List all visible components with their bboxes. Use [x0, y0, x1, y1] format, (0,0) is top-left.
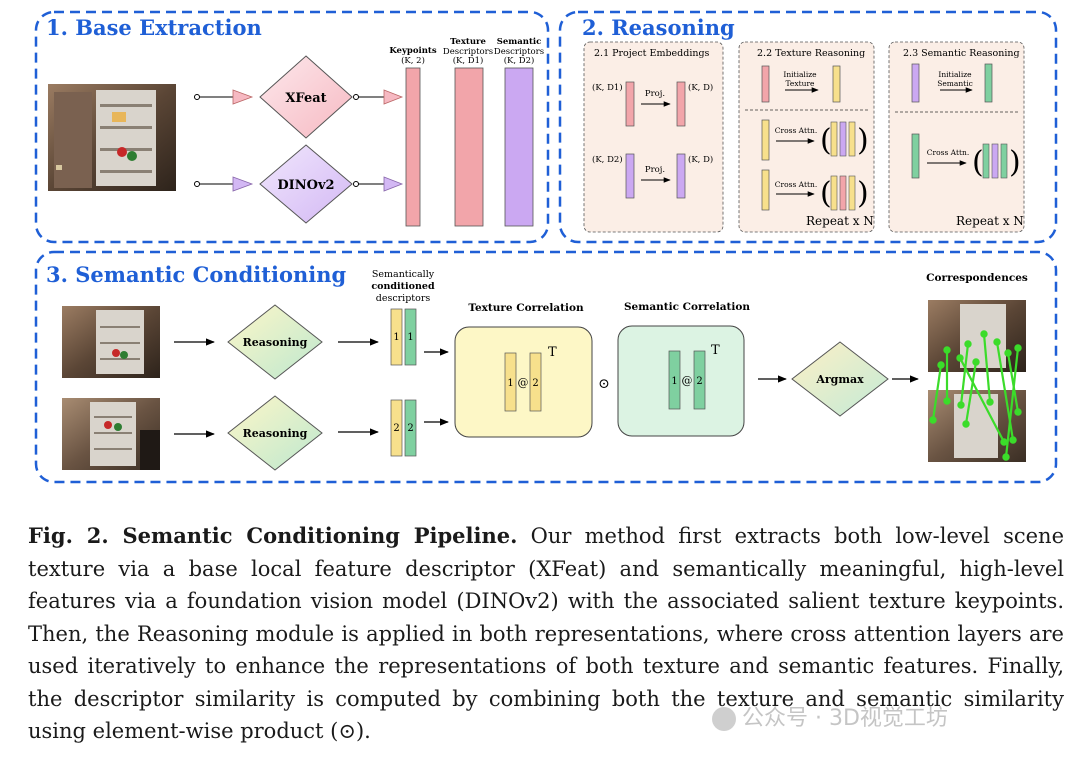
svg-text:Proj.: Proj.	[645, 165, 665, 175]
svg-text:Initialize: Initialize	[938, 70, 972, 79]
input-image	[48, 84, 176, 191]
section-reasoning-frame	[558, 10, 1058, 244]
semantic-correlation-box: Semantic Correlation 1 @ 2 T	[617, 301, 750, 437]
arrows-to-descriptors	[353, 89, 404, 192]
svg-text:): )	[1009, 145, 1021, 180]
svg-text:Initialize: Initialize	[783, 70, 817, 79]
svg-text:Correspondences: Correspondences	[926, 272, 1028, 284]
svg-text:2.2 Texture Reasoning: 2.2 Texture Reasoning	[757, 48, 865, 59]
svg-text:1: 1	[393, 332, 399, 343]
texture-correlation-box: Texture Correlation 1 @ 2 T	[454, 302, 593, 438]
svg-text:T: T	[711, 343, 720, 358]
svg-text:Semantic: Semantic	[937, 79, 973, 88]
svg-text:(K, D): (K, D)	[688, 154, 713, 165]
caption-label: Fig. 2. Semantic Conditioning Pipeline.	[28, 523, 518, 548]
svg-text:Texture: Texture	[786, 79, 816, 88]
dinov2-node: DINOv2	[259, 144, 353, 224]
arrows-to-descriptors-2	[338, 338, 379, 436]
svg-text:2: 2	[696, 376, 702, 387]
svg-text:Texture: Texture	[450, 37, 486, 47]
svg-text:1: 1	[507, 378, 513, 389]
svg-text:(K, D): (K, D)	[688, 82, 713, 93]
svg-text:(: (	[820, 123, 832, 158]
svg-text:XFeat: XFeat	[285, 91, 326, 106]
semantic-descriptors-column: Semantic Descriptors (K, D2)	[494, 37, 544, 227]
wechat-icon	[712, 707, 736, 731]
xfeat-node: XFeat	[259, 55, 353, 139]
svg-text:1: 1	[407, 332, 413, 343]
svg-text:Texture Correlation: Texture Correlation	[468, 302, 584, 314]
svg-text:Cross Attn.: Cross Attn.	[775, 126, 817, 135]
svg-text:): )	[857, 176, 869, 211]
arrows-to-extractors	[194, 89, 254, 192]
svg-text:Cross Attn.: Cross Attn.	[775, 180, 817, 189]
watermark: 公众号 · 3D视觉工坊	[712, 700, 948, 732]
panel-project-embeddings: 2.1 Project Embeddings (K, D1) Proj. (K,…	[583, 41, 724, 233]
svg-text:Descriptors: Descriptors	[443, 47, 493, 57]
pipeline-diagram: 1. Base Extraction XFeat DINOv2	[34, 10, 1058, 484]
svg-text:Semantically: Semantically	[372, 269, 435, 280]
correspondences-image: Correspondences	[926, 272, 1028, 462]
svg-text:DINOv2: DINOv2	[277, 178, 334, 193]
svg-text:2.3 Semantic Reasoning: 2.3 Semantic Reasoning	[903, 48, 1020, 59]
svg-text:Repeat x N: Repeat x N	[956, 214, 1024, 228]
svg-text:Semantic Correlation: Semantic Correlation	[624, 301, 750, 313]
svg-text:conditioned: conditioned	[371, 281, 435, 292]
svg-text:(K, D1): (K, D1)	[592, 82, 623, 93]
svg-text:Reasoning: Reasoning	[243, 336, 308, 349]
reasoning-node-1: Reasoning	[227, 304, 323, 380]
svg-text:(K, D2): (K, D2)	[592, 154, 623, 165]
svg-text:Cross Attn.: Cross Attn.	[927, 148, 969, 157]
svg-text:(: (	[820, 176, 832, 211]
svg-text:Argmax: Argmax	[815, 373, 864, 386]
panel-texture-reasoning: 2.2 Texture Reasoning Initialize Texture…	[738, 41, 875, 233]
svg-text:T: T	[548, 345, 557, 360]
input-image-1	[62, 306, 160, 378]
conditioned-descriptors: Semantically conditioned descriptors 1 1…	[371, 269, 435, 457]
watermark-text: 公众号 · 3D视觉工坊	[742, 706, 948, 731]
svg-text:Descriptors: Descriptors	[494, 47, 544, 57]
svg-text:Keypoints: Keypoints	[389, 46, 436, 56]
svg-text:Reasoning: Reasoning	[243, 427, 308, 440]
svg-text:descriptors: descriptors	[376, 293, 431, 304]
svg-text:(K, D2): (K, D2)	[504, 55, 535, 66]
elementwise-product-symbol: ⊙	[598, 376, 610, 392]
arrows-to-correlation	[424, 348, 449, 426]
svg-text:Semantic: Semantic	[497, 37, 542, 47]
section-semantic-title: 3. Semantic Conditioning	[46, 262, 346, 287]
svg-text:1: 1	[671, 376, 677, 387]
section-reasoning-title: 2. Reasoning	[582, 15, 735, 40]
svg-text:2: 2	[407, 423, 413, 434]
svg-text:2: 2	[532, 378, 538, 389]
svg-text:Proj.: Proj.	[645, 89, 665, 99]
panel-semantic-reasoning: 2.3 Semantic Reasoning Initialize Semant…	[888, 41, 1025, 233]
svg-text:(K, 2): (K, 2)	[401, 55, 425, 66]
svg-text:2: 2	[393, 423, 399, 434]
section-semantic-frame	[34, 250, 1058, 484]
svg-text:@: @	[682, 374, 693, 387]
input-image-2	[62, 398, 160, 470]
svg-text:(K, D1): (K, D1)	[453, 55, 484, 66]
figure-caption: Fig. 2. Semantic Conditioning Pipeline. …	[28, 520, 1064, 748]
section-base-title: 1. Base Extraction	[46, 15, 262, 40]
reasoning-node-2: Reasoning	[227, 395, 323, 471]
caption-text: Our method first extracts both low-level…	[28, 524, 1065, 743]
svg-text:2.1 Project Embeddings: 2.1 Project Embeddings	[594, 48, 710, 59]
keypoints-column: Keypoints (K, 2)	[389, 46, 437, 227]
svg-text:(: (	[972, 145, 984, 180]
arrows-to-reasoning	[174, 338, 215, 438]
section-base-frame	[34, 10, 550, 244]
svg-text:): )	[857, 123, 869, 158]
svg-text:@: @	[518, 376, 529, 389]
texture-descriptors-column: Texture Descriptors (K, D1)	[443, 37, 493, 227]
argmax-node: Argmax	[791, 341, 889, 417]
svg-text:Repeat x N: Repeat x N	[806, 214, 874, 228]
